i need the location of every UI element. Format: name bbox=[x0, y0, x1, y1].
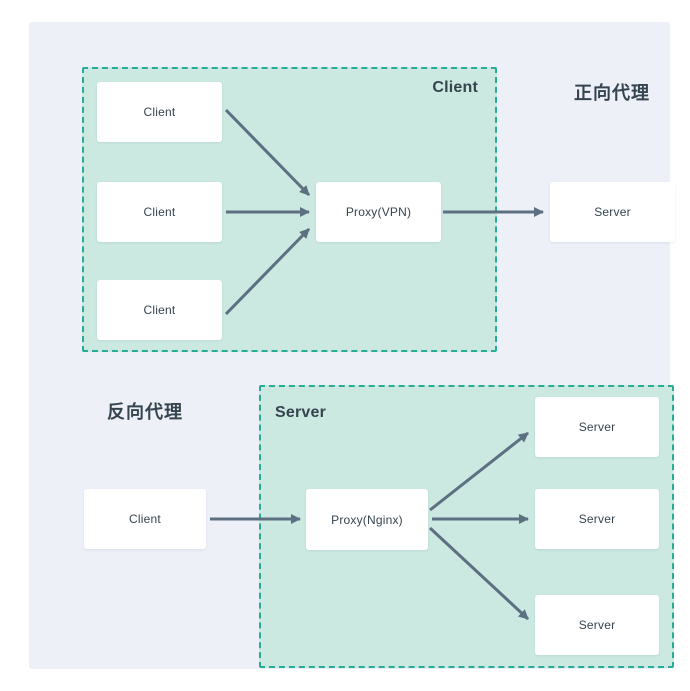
forward-client-node-3: Client bbox=[97, 280, 222, 340]
forward-proxy-vpn-node: Proxy(VPN) bbox=[316, 182, 441, 242]
forward-proxy-group-label: Client bbox=[432, 79, 478, 96]
reverse-proxy-group-label: Server bbox=[275, 404, 327, 421]
reverse-server-node-3: Server bbox=[535, 595, 659, 655]
reverse-proxy-nginx-node: Proxy(Nginx) bbox=[306, 489, 428, 550]
forward-proxy-section-title: 正向代理 bbox=[574, 83, 650, 103]
reverse-proxy-section-title: 反向代理 bbox=[107, 402, 183, 422]
reverse-server-node-2: Server bbox=[535, 489, 659, 549]
diagram-panel: Client 正向代理 Client Client Client Proxy(V… bbox=[29, 22, 675, 669]
forward-client-node-2: Client bbox=[97, 182, 222, 242]
forward-client-node-1: Client bbox=[97, 82, 222, 142]
reverse-client-node: Client bbox=[84, 489, 206, 549]
forward-server-node: Server bbox=[550, 182, 675, 242]
reverse-server-node-1: Server bbox=[535, 397, 659, 457]
